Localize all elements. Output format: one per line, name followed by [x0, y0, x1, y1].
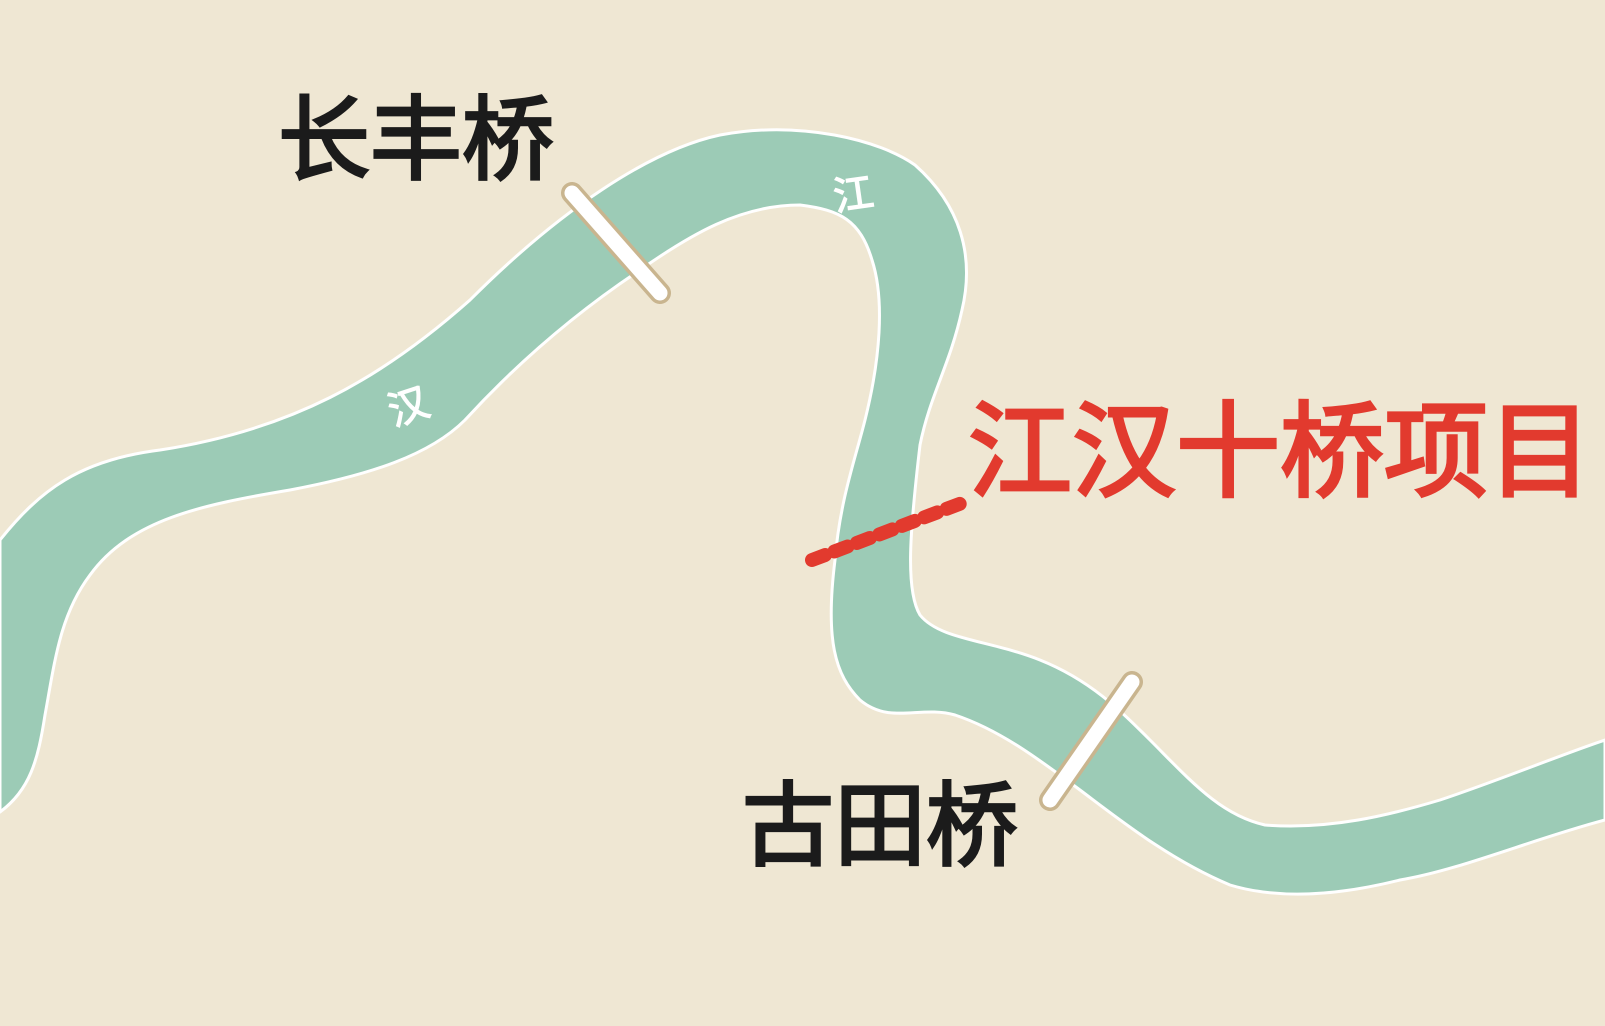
- han-river: [0, 128, 1605, 896]
- project-dashed-line: [805, 496, 969, 567]
- project-label: 江汉十桥项目: [968, 391, 1592, 513]
- gutian-bridge: [1039, 671, 1143, 811]
- gutian-bridge-label: 古田桥: [742, 773, 1018, 880]
- river-label-char-jiang: 江: [830, 169, 876, 221]
- changfeng-bridge-label: 长丰桥: [278, 87, 554, 194]
- changfeng-bridge: [561, 182, 671, 304]
